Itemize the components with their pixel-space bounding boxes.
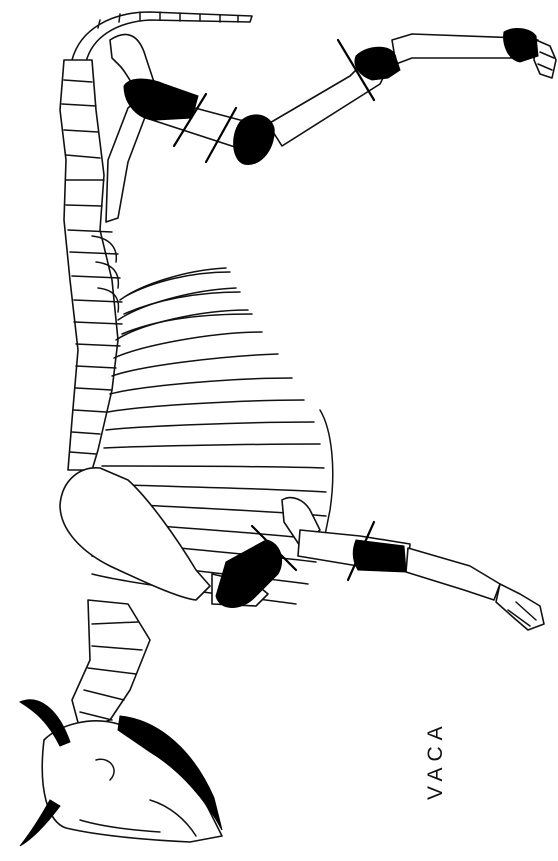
hind-leg bbox=[146, 34, 556, 148]
scapula bbox=[60, 468, 210, 600]
figure-caption: VACA bbox=[424, 720, 448, 800]
neck-vertebrae bbox=[72, 600, 150, 730]
spine bbox=[60, 60, 122, 470]
pelvis bbox=[106, 34, 154, 222]
tail-vertebrae bbox=[72, 12, 252, 62]
